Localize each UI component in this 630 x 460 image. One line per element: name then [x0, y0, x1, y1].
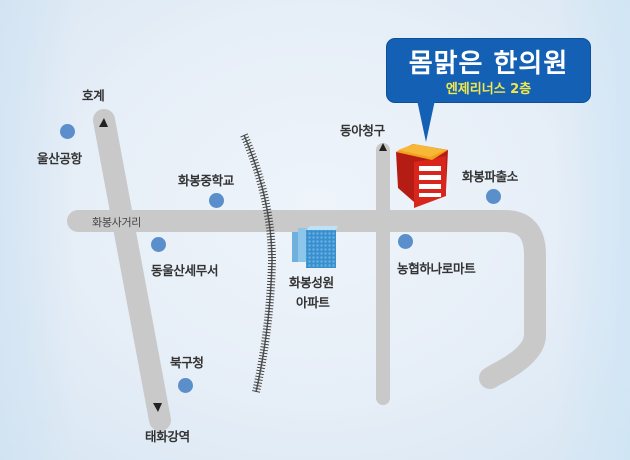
clinic-location: 엔제리너스 2층 [445, 82, 532, 97]
poi-label-ulsan-airport: 울산공항 [37, 151, 82, 166]
railway-icon [240, 133, 277, 393]
direction-label-taehwagang-station: 태화강역 [145, 429, 190, 444]
road-main-horizontal [67, 210, 546, 389]
poi-dot-nonghyup-hanaro-mart [398, 234, 413, 249]
clinic-callout: 몸맑은 한의원 엔제리너스 2층 [386, 38, 591, 103]
poi-label-dongulsan-tax-office: 동울산세무서 [151, 263, 219, 278]
poi-dot-hwabong-middle-school [209, 193, 224, 208]
intersection-label: 화봉사거리 [92, 216, 142, 229]
arrow-up-icon [379, 143, 387, 151]
poi-dot-hwabong-police-box [486, 189, 501, 204]
direction-label-hogye: 호계 [82, 88, 105, 103]
poi-label-hwabong-middle-school: 화봉중학교 [178, 173, 235, 188]
apartment-label-line1: 화봉성원 [289, 275, 334, 290]
poi-label-bukgu-office: 북구청 [170, 355, 204, 370]
poi-label-hwabong-police-box: 화봉파출소 [462, 169, 519, 184]
clinic-name: 몸맑은 한의원 [408, 49, 569, 79]
red-building-icon [396, 144, 448, 208]
apartment-building-icon [292, 226, 338, 268]
poi-dot-bukgu-office [178, 378, 193, 393]
arrow-down-icon [153, 403, 162, 412]
road-west [93, 109, 171, 431]
direction-label-donga-cheonggu: 동아청구 [340, 123, 385, 138]
poi-label-nonghyup-hanaro-mart: 농협하나로마트 [397, 261, 476, 276]
callout-pointer [417, 100, 435, 142]
poi-dot-dongulsan-tax-office [151, 237, 166, 252]
apartment-label-line2: 아파트 [296, 295, 330, 310]
poi-dot-ulsan-airport [60, 124, 75, 139]
arrow-up-icon [99, 118, 108, 127]
